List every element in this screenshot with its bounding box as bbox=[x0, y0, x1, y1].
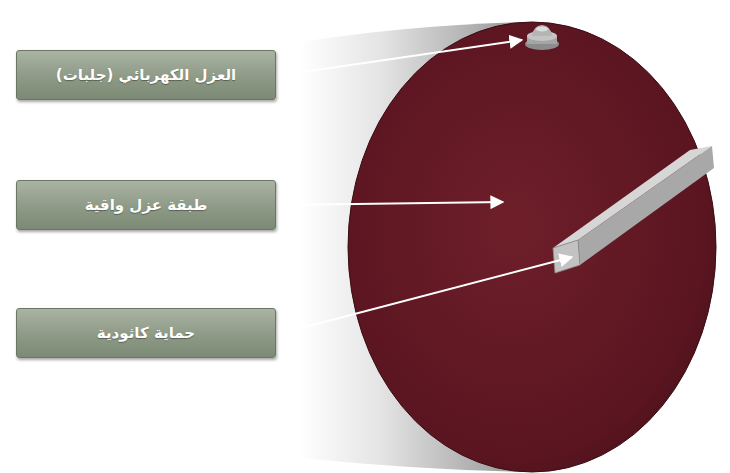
insulating-fitting bbox=[525, 25, 559, 50]
label-box: طبقة عزل واقية bbox=[16, 180, 276, 230]
leader-line bbox=[282, 40, 522, 75]
label-box: العزل الكهربائي (جلبات) bbox=[16, 50, 276, 100]
tank-rim bbox=[348, 22, 716, 472]
label-text: طبقة عزل واقية bbox=[85, 196, 208, 214]
label-text: العزل الكهربائي (جلبات) bbox=[56, 66, 236, 84]
leader-line bbox=[282, 257, 572, 333]
label-text: حماية كاثودية bbox=[97, 324, 195, 342]
anode-bar bbox=[553, 146, 714, 273]
leader-lines bbox=[282, 40, 572, 333]
leader-line bbox=[282, 202, 503, 205]
label-box: حماية كاثودية bbox=[16, 308, 276, 358]
tank-end-face bbox=[348, 22, 716, 472]
